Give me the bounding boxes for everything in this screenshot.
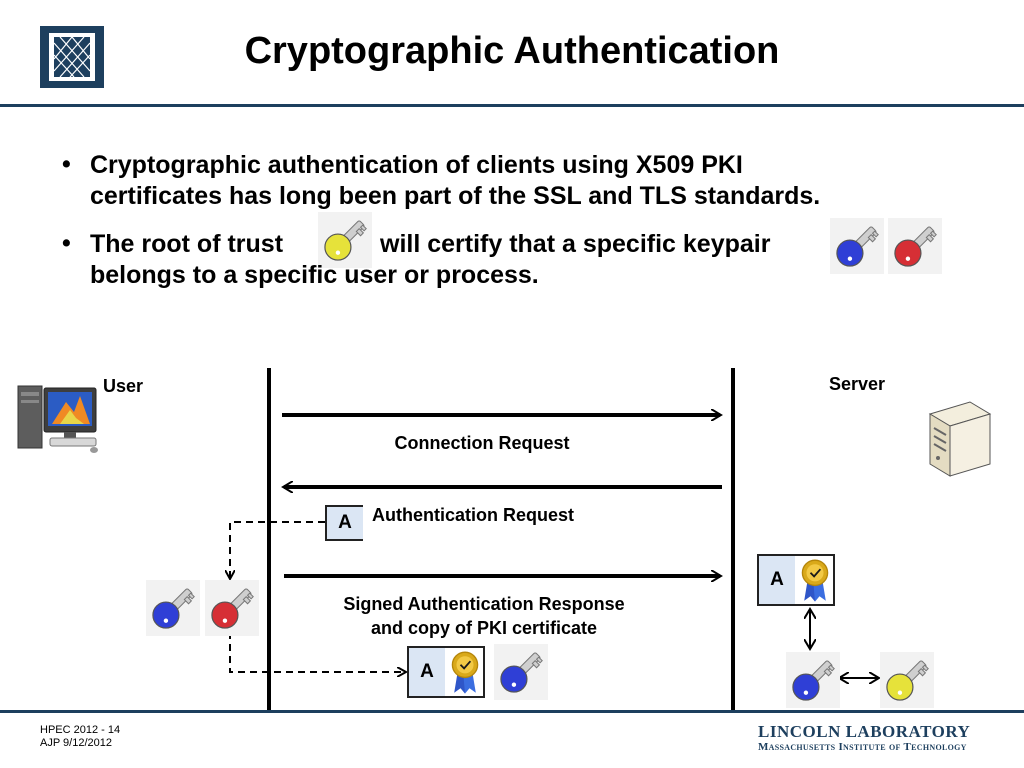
bullet-marker: • <box>62 229 71 257</box>
bullet-2-part-b: will certify that a specific keypair <box>380 230 771 258</box>
response-blue-key-icon <box>494 644 548 700</box>
auth-token-letter: A <box>327 507 363 539</box>
server-icon <box>928 401 992 477</box>
yellow-key-icon <box>318 212 372 268</box>
footer-slide-id: HPEC 2012 - 14 <box>40 724 121 736</box>
user-red-key-icon <box>205 580 259 636</box>
bullet-2-line-2: belongs to a specific user or process. <box>90 261 539 289</box>
signed-response-label-line-2: and copy of PKI certificate <box>370 618 598 638</box>
auth-request-to-user-dashed <box>230 521 325 578</box>
mit-name: Massachusetts Institute of Technology <box>758 741 967 753</box>
server-yellow-key-icon <box>880 652 934 708</box>
bullet-1-line-2: certificates has long been part of the S… <box>90 182 821 210</box>
server-label: Server <box>829 374 886 394</box>
user-label: User <box>103 376 144 396</box>
authentication-request-label: Authentication Request <box>372 505 575 525</box>
connection-request-label: Connection Request <box>394 433 570 453</box>
blue-key-icon <box>830 218 884 274</box>
server-blue-key-icon <box>786 652 840 708</box>
user-blue-key-icon <box>146 580 200 636</box>
mit-ll-logo <box>40 26 104 88</box>
auth-token-box: A <box>325 505 363 541</box>
red-key-icon <box>888 218 942 274</box>
certificate-seal-icon <box>447 649 483 695</box>
bullet-1-line-1: Cryptographic authentication of clients … <box>90 151 743 179</box>
bullet-marker: • <box>62 150 71 178</box>
certificate-seal-icon <box>797 557 833 603</box>
signed-token-letter: A <box>409 648 445 696</box>
server-certificate-box: A <box>757 554 835 606</box>
user-key-to-response-dashed <box>229 632 405 672</box>
footer-divider <box>0 710 1024 713</box>
signed-response-label-line-1: Signed Authentication Response <box>343 594 625 614</box>
signed-token-box: A <box>407 646 485 698</box>
computer-icon <box>17 385 98 453</box>
lincoln-laboratory-name: LINCOLN LABORATORY <box>758 722 971 741</box>
footer-date: AJP 9/12/2012 <box>40 737 112 749</box>
bullet-2-part-a: The root of trust <box>90 230 284 258</box>
page-title: Cryptographic Authentication <box>244 30 780 72</box>
server-certificate-letter: A <box>759 556 795 604</box>
header-divider <box>0 104 1024 107</box>
